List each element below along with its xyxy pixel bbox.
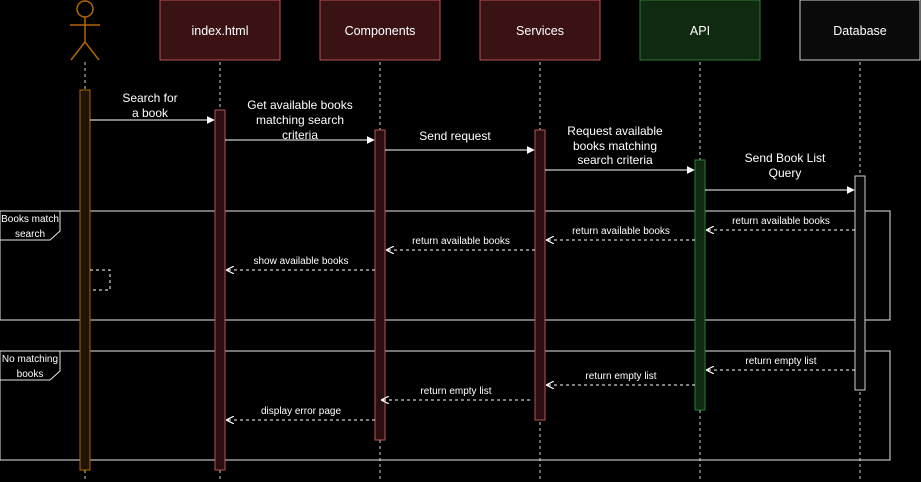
- ret-components-index-label: show available books: [253, 256, 348, 267]
- api-activation: [694, 159, 706, 411]
- participant-database: Database: [799, 0, 921, 61]
- empty-db-api-label: return empty list: [745, 356, 816, 367]
- fragment-no-matching: No matching books: [0, 350, 891, 461]
- fragment-nomatch-label-1: No matching: [2, 354, 58, 365]
- fragment-nomatch-label-2: books: [17, 369, 44, 380]
- index-activation: [214, 109, 226, 471]
- user-actor-icon: [70, 0, 100, 61]
- msg-search-label-1: Search for: [122, 91, 177, 105]
- participant-components: Components: [319, 0, 441, 61]
- msg-search-label-2: a book: [132, 106, 169, 120]
- fragment-match-label-1: Books match: [1, 214, 59, 225]
- actor-self-message: [90, 269, 111, 291]
- components-activation: [374, 129, 386, 441]
- actor-activation: [79, 89, 91, 471]
- participant-api: API: [639, 0, 761, 61]
- msg-request-books-label-3: search criteria: [577, 153, 653, 167]
- database-label: Database: [833, 24, 887, 38]
- participant-index: index.html: [159, 0, 281, 61]
- msg-get-books-label-1: Get available books: [247, 98, 352, 112]
- msg-send-query-label-2: Query: [769, 166, 802, 180]
- error-components-index-label: display error page: [261, 406, 341, 417]
- msg-get-books-label-2: matching search: [256, 113, 344, 127]
- empty-api-services-label: return empty list: [585, 371, 656, 382]
- services-label: Services: [516, 24, 564, 38]
- msg-send-query-label-1: Send Book List: [745, 151, 826, 165]
- empty-services-components-label: return empty list: [420, 386, 491, 397]
- msg-request-books-label-2: books matching: [573, 139, 657, 153]
- ret-services-components-label: return available books: [412, 236, 510, 247]
- database-activation: [854, 175, 866, 391]
- msg-send-request-label: Send request: [419, 129, 491, 143]
- services-activation: [534, 129, 546, 421]
- ret-api-services-label: return available books: [572, 226, 670, 237]
- msg-get-books-label-3: criteria: [282, 128, 318, 142]
- participant-services: Services: [479, 0, 601, 61]
- components-label: Components: [345, 24, 416, 38]
- api-label: API: [690, 24, 710, 38]
- ret-db-api-label: return available books: [732, 216, 830, 227]
- fragment-match-label-2: search: [15, 229, 45, 240]
- fragment-books-match: Books match search: [0, 210, 891, 321]
- lifelines: [84, 62, 861, 482]
- index-label: index.html: [192, 24, 249, 38]
- msg-request-books-label-1: Request available: [567, 124, 663, 138]
